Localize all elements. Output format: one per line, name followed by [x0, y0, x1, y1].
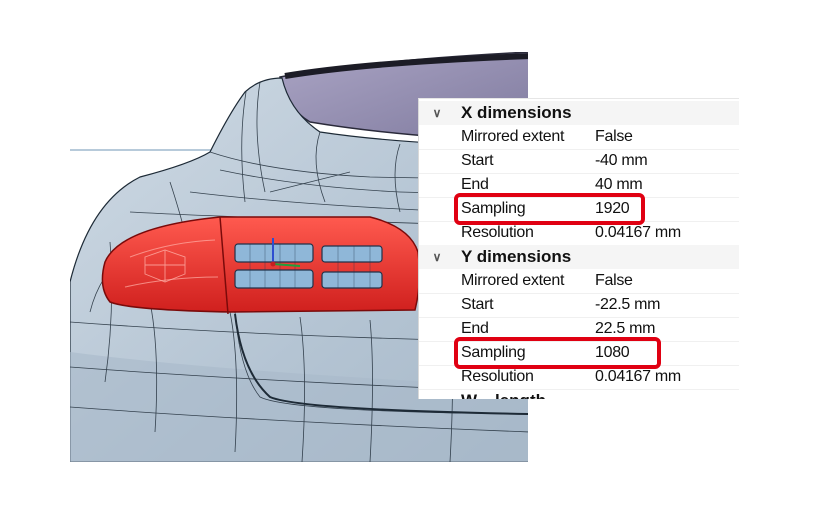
property-row-x-mirrored[interactable]: Mirrored extent False	[419, 125, 739, 150]
x-dimensions-header[interactable]: ∨ X dimensions	[419, 101, 739, 125]
property-row-y-start[interactable]: Start -22.5 mm	[419, 293, 739, 318]
lamp-lens-3	[234, 269, 314, 289]
property-row-y-mirrored[interactable]: Mirrored extent False	[419, 269, 739, 294]
property-row-x-end[interactable]: End 40 mm	[419, 173, 739, 198]
chevron-down-icon[interactable]: ∨	[432, 106, 442, 120]
tail-light	[101, 216, 421, 313]
y-dimensions-header[interactable]: ∨ Y dimensions	[419, 245, 739, 269]
lamp-lens-4	[321, 271, 383, 289]
property-row-y-resolution[interactable]: Resolution 0.04167 mm	[419, 365, 739, 390]
lamp-lens-2	[321, 245, 383, 263]
property-row-y-sampling[interactable]: Sampling 1080	[419, 341, 739, 366]
chevron-down-icon[interactable]: ∨	[432, 250, 442, 264]
property-row-x-resolution[interactable]: Resolution 0.04167 mm	[419, 221, 739, 246]
property-row-y-end[interactable]: End 22.5 mm	[419, 317, 739, 342]
property-row-x-start[interactable]: Start -40 mm	[419, 149, 739, 174]
next-section-header[interactable]: W... length	[419, 389, 739, 399]
property-row-x-sampling[interactable]: Sampling 1920	[419, 197, 739, 222]
properties-panel: ∨ X dimensions Mirrored extent False Sta…	[418, 98, 739, 399]
